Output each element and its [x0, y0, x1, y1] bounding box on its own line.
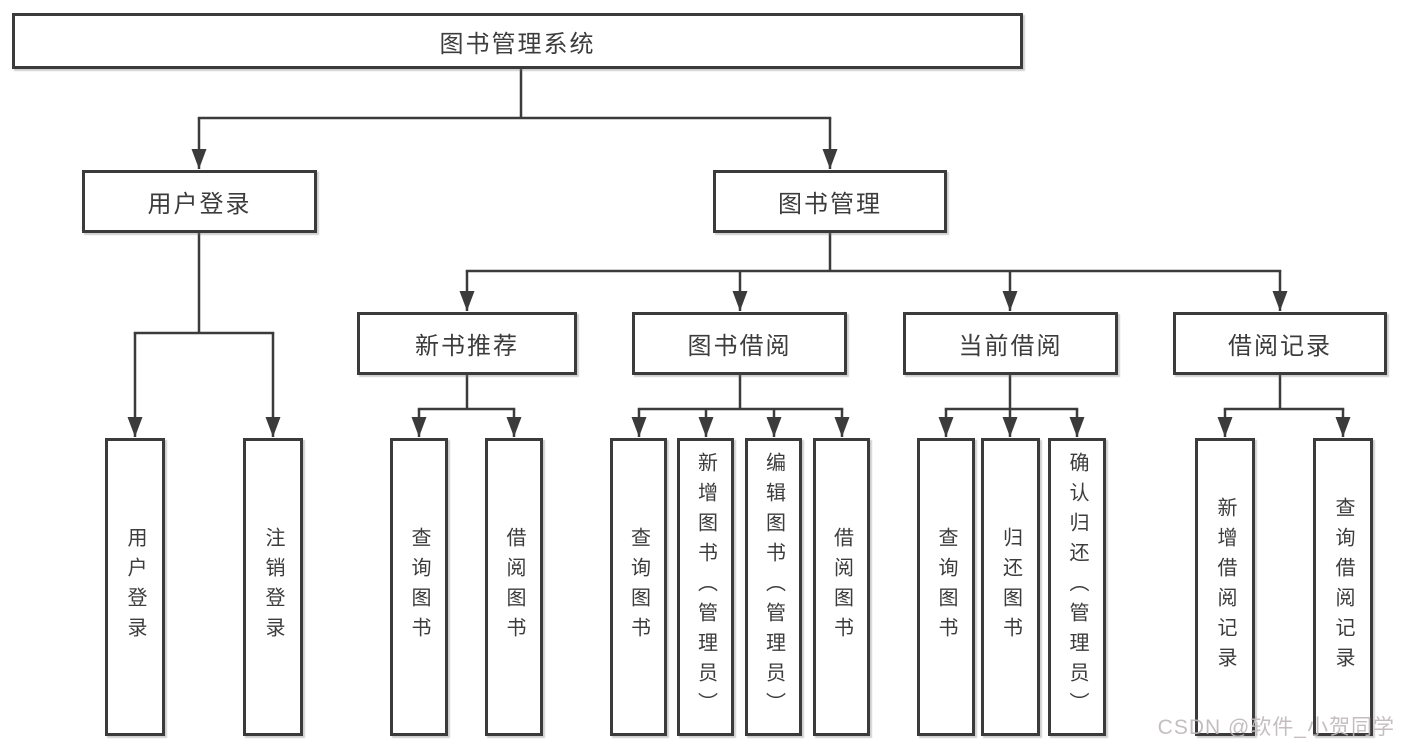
node-new-book-recommendation: 新书推荐: [357, 312, 577, 375]
node-root-label: 图书管理系统: [439, 30, 596, 58]
node-book-management: 图书管理: [713, 170, 947, 233]
leaf-edit-book-admin: 编辑图书（管理员）: [745, 438, 802, 736]
node-borrowing-records: 借阅记录: [1173, 312, 1387, 375]
node-book-management-label: 图书管理: [778, 191, 882, 218]
leaf-add-book-admin-label: 新增图书（管理员）: [694, 452, 717, 722]
node-root: 图书管理系统: [12, 13, 1023, 69]
leaf-return-book-label: 归还图书: [999, 527, 1022, 647]
leaf-query-books-borrow-label: 查询图书: [627, 527, 650, 647]
node-current-borrowing: 当前借阅: [903, 312, 1118, 375]
node-book-borrowing: 图书借阅: [632, 312, 847, 375]
node-new-book-recommendation-label: 新书推荐: [415, 333, 519, 360]
node-book-borrowing-label: 图书借阅: [687, 333, 792, 360]
arrow-group: [127, 118, 1351, 437]
watermark: CSDN @软件_小贺同学: [1157, 716, 1395, 739]
leaf-add-book-admin: 新增图书（管理员）: [677, 438, 734, 736]
leaf-add-borrow-record: 新增借阅记录: [1195, 438, 1255, 736]
leaf-logout-label: 注销登录: [262, 527, 284, 647]
leaf-add-borrow-record-label: 新增借阅记录: [1214, 497, 1236, 677]
leaf-return-book: 归还图书: [981, 438, 1040, 736]
leaf-edit-book-admin-label: 编辑图书（管理员）: [762, 452, 785, 722]
leaf-query-books-borrow: 查询图书: [610, 438, 667, 736]
leaf-query-books-recommend-label: 查询图书: [408, 527, 430, 647]
leaf-query-borrow-record: 查询借阅记录: [1313, 438, 1373, 736]
node-current-borrowing-label: 当前借阅: [958, 333, 1063, 360]
leaf-confirm-return-admin: 确认归还（管理员）: [1048, 438, 1106, 736]
leaf-query-books-recommend: 查询图书: [390, 438, 448, 736]
leaf-query-books-current: 查询图书: [917, 438, 975, 736]
leaf-user-login: 用户登录: [105, 438, 165, 736]
connector-path: [133, 67, 1345, 411]
node-user-login: 用户登录: [82, 170, 317, 233]
leaf-borrow-books-label: 借阅图书: [830, 527, 853, 647]
leaf-query-books-current-label: 查询图书: [935, 527, 957, 647]
leaf-borrow-books: 借阅图书: [813, 438, 870, 736]
leaf-query-borrow-record-label: 查询借阅记录: [1332, 497, 1354, 677]
leaf-confirm-return-admin-label: 确认归还（管理员）: [1066, 452, 1088, 722]
leaf-borrow-books-recommend-label: 借阅图书: [503, 527, 525, 647]
node-borrowing-records-label: 借阅记录: [1228, 333, 1332, 360]
leaf-logout: 注销登录: [243, 438, 303, 736]
leaf-borrow-books-recommend: 借阅图书: [485, 438, 543, 736]
node-user-login-label: 用户登录: [147, 191, 252, 218]
leaf-user-login-label: 用户登录: [124, 527, 146, 647]
